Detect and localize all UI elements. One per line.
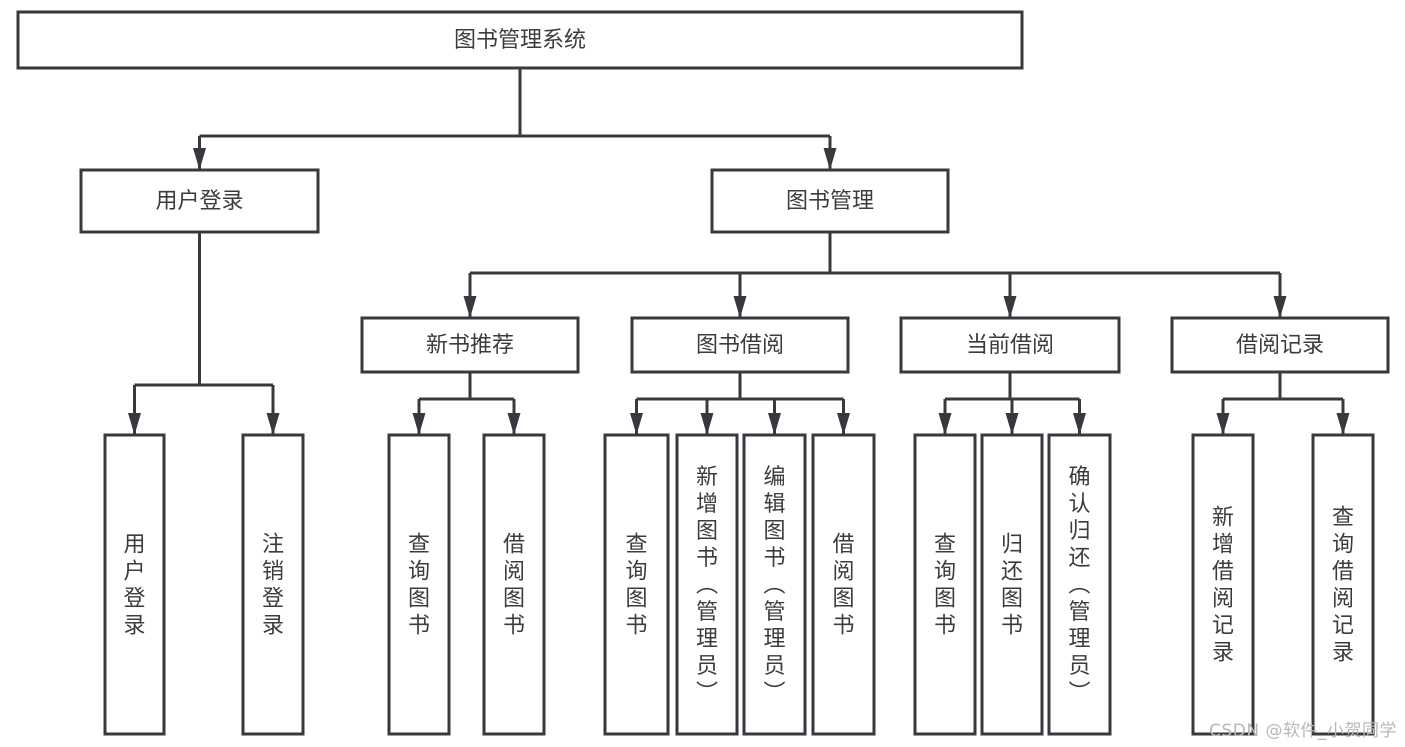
node-box-book-borrow — [630, 316, 850, 374]
node-label-leaf-query-book-rec: 查询图书 — [408, 533, 430, 639]
node-box-leaf-borrow-book-rec — [482, 433, 546, 736]
node-label-leaf-add-book: 新增图书︵管理员︶ — [696, 465, 718, 706]
node-label-leaf-logout: 注销登录 — [262, 533, 284, 639]
node-label-book-manage: 图书管理 — [786, 189, 874, 214]
node-label-leaf-borrow-book-rec: 借阅图书 — [503, 533, 525, 639]
node-label-leaf-borrow-book: 借阅图书 — [832, 533, 854, 639]
node-label-root: 图书管理系统 — [454, 28, 586, 53]
node-book-manage[interactable]: 图书管理 — [710, 168, 950, 234]
node-label-user-login: 用户登录 — [155, 189, 243, 214]
node-borrow-record[interactable]: 借阅记录 — [1170, 316, 1390, 374]
node-leaf-query-record[interactable]: 查询借阅记录 — [1311, 433, 1375, 736]
node-label-leaf-add-record: 新增借阅记录 — [1212, 506, 1234, 666]
csdn-watermark: CSDN @软件_小贺同学 — [1209, 721, 1397, 741]
node-leaf-logout[interactable]: 注销登录 — [241, 433, 305, 736]
node-leaf-confirm-return[interactable]: 确认归还︵管理员︶ — [1047, 433, 1112, 736]
node-box-leaf-return-book — [980, 433, 1044, 736]
node-label-book-borrow: 图书借阅 — [696, 333, 784, 358]
node-box-book-manage — [710, 168, 950, 234]
node-label-leaf-query-book-borrow: 查询图书 — [625, 533, 647, 639]
node-leaf-add-record[interactable]: 新增借阅记录 — [1191, 433, 1255, 736]
node-leaf-borrow-book-rec[interactable]: 借阅图书 — [482, 433, 546, 736]
node-leaf-add-book[interactable]: 新增图书︵管理员︶ — [675, 433, 739, 736]
node-user-login[interactable]: 用户登录 — [79, 168, 320, 234]
node-leaf-return-book[interactable]: 归还图书 — [980, 433, 1044, 736]
node-leaf-edit-book[interactable]: 编辑图书︵管理员︶ — [742, 433, 807, 736]
node-label-leaf-edit-book: 编辑图书︵管理员︶ — [763, 465, 785, 706]
node-label-leaf-return-book: 归还图书 — [1001, 533, 1023, 639]
node-new-book-rec[interactable]: 新书推荐 — [360, 316, 580, 374]
node-box-new-book-rec — [360, 316, 580, 374]
nodes-layer: 图书管理系统用户登录图书管理新书推荐图书借阅当前借阅借阅记录用户登录注销登录查询… — [16, 10, 1390, 736]
node-box-leaf-query-book-borrow — [603, 433, 670, 736]
node-current-borrow[interactable]: 当前借阅 — [899, 316, 1121, 374]
node-box-leaf-user-login — [103, 433, 166, 736]
node-root[interactable]: 图书管理系统 — [16, 10, 1024, 70]
node-leaf-query-book-current[interactable]: 查询图书 — [913, 433, 977, 736]
node-leaf-borrow-book[interactable]: 借阅图书 — [811, 433, 876, 736]
node-label-leaf-query-book-current: 查询图书 — [934, 533, 956, 639]
node-box-leaf-add-book — [675, 433, 739, 736]
node-leaf-query-book-rec[interactable]: 查询图书 — [387, 433, 451, 736]
node-label-new-book-rec: 新书推荐 — [426, 333, 514, 358]
node-box-leaf-borrow-book — [811, 433, 876, 736]
node-label-borrow-record: 借阅记录 — [1236, 333, 1324, 358]
node-box-current-borrow — [899, 316, 1121, 374]
node-box-leaf-add-record — [1191, 433, 1255, 736]
node-label-leaf-user-login: 用户登录 — [123, 533, 145, 639]
node-box-leaf-query-book-current — [913, 433, 977, 736]
node-box-borrow-record — [1170, 316, 1390, 374]
node-box-leaf-edit-book — [742, 433, 807, 736]
node-leaf-query-book-borrow[interactable]: 查询图书 — [603, 433, 670, 736]
node-label-current-borrow: 当前借阅 — [966, 333, 1054, 358]
node-box-leaf-confirm-return — [1047, 433, 1112, 736]
edges-layer — [128, 68, 1350, 435]
node-leaf-user-login[interactable]: 用户登录 — [103, 433, 166, 736]
node-box-root — [16, 10, 1024, 70]
node-label-leaf-confirm-return: 确认归还︵管理员︶ — [1068, 465, 1090, 706]
node-box-leaf-query-record — [1311, 433, 1375, 736]
node-book-borrow[interactable]: 图书借阅 — [630, 316, 850, 374]
node-label-leaf-query-record: 查询借阅记录 — [1332, 506, 1354, 666]
node-box-user-login — [79, 168, 320, 234]
node-box-leaf-logout — [241, 433, 305, 736]
node-box-leaf-query-book-rec — [387, 433, 451, 736]
